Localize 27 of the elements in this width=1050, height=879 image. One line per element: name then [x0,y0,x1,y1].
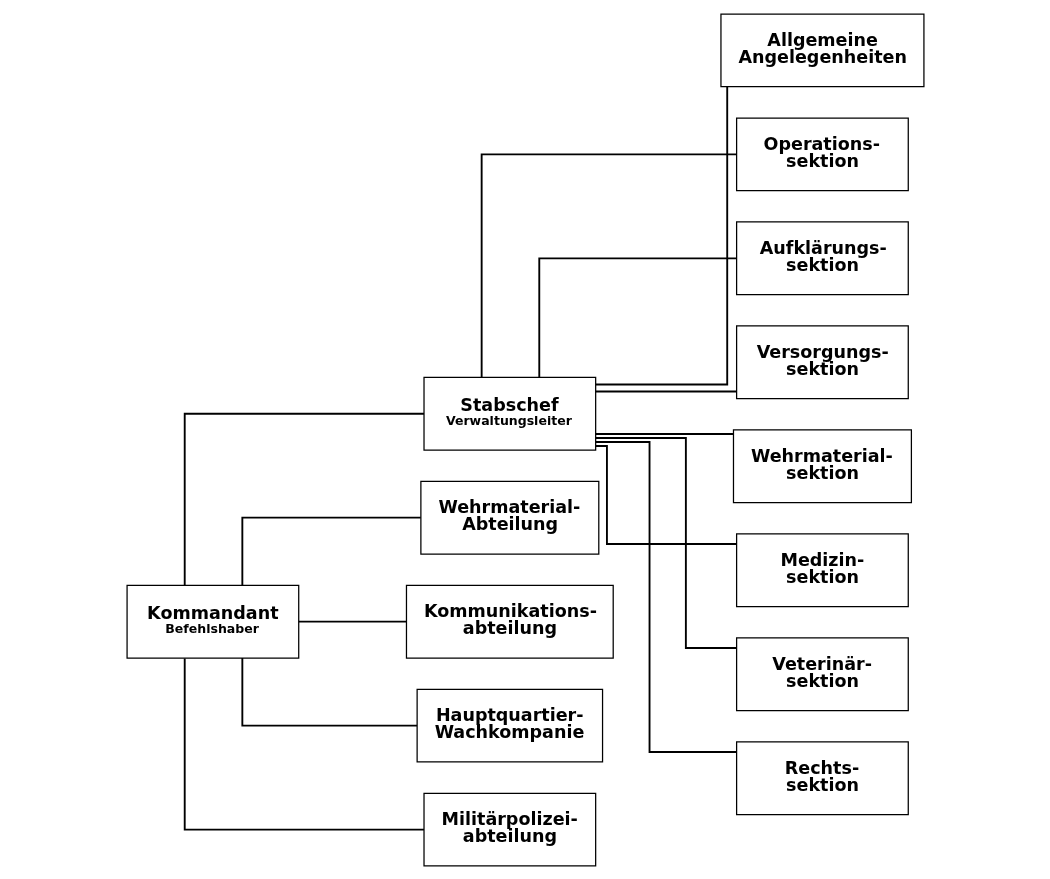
node-box: Wehrmaterial- sektion [732,428,912,503]
connector [594,432,734,435]
connector [594,436,737,649]
node-box: Operations- sektion [735,116,909,191]
connector [240,656,418,727]
connector [594,444,737,545]
node-box: Veterinär- sektion [735,636,909,711]
node-box: Stabschef Verwaltungsleiter [422,376,596,451]
node-box: Aufklärungs- sektion [735,220,909,295]
node-box: Medizin- sektion [735,532,909,607]
connector [594,390,737,392]
connector [183,412,425,586]
connector [480,152,737,378]
node-box: Versorgungs- sektion [735,324,909,399]
node-box: Allgemeine Angelegenheiten [719,12,925,87]
connector [537,256,737,378]
connector [240,516,422,586]
node-box: Kommandant Befehlshaber [125,584,299,659]
connector [183,656,425,831]
node-box: Hauptquartier- Wachkompanie [416,688,603,763]
node-box: Kommunikations- abteilung [405,584,614,659]
node-box: Wehrmaterial- Abteilung [419,480,599,555]
node-box: Rechts- sektion [735,740,909,815]
node-box: Militärpolizei- abteilung [422,792,596,867]
connector [297,620,407,623]
connector [594,440,737,753]
connector [594,85,728,385]
